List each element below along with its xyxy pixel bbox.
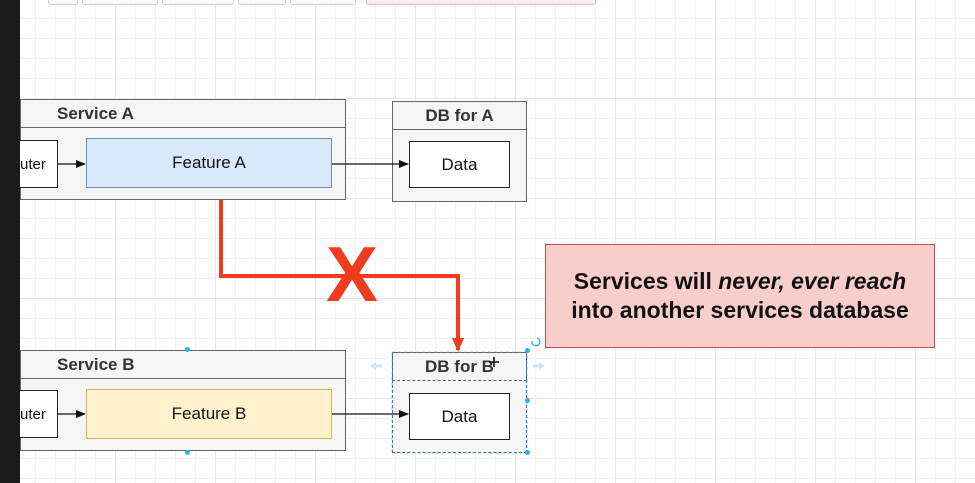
db-a-data-label: Data [441, 154, 478, 174]
forbidden-access-arrow[interactable] [219, 200, 464, 352]
service-b-router-label: uter [20, 405, 46, 423]
callout-emphasis: never, ever reach [718, 268, 907, 294]
toolbar-highlight-button[interactable] [366, 0, 596, 5]
callout-note[interactable]: Services will never, ever reach into ano… [545, 244, 935, 348]
db-a-data-box[interactable]: Data [409, 141, 510, 188]
resize-arrow-right-icon[interactable] [533, 362, 545, 370]
selection-handle[interactable] [185, 347, 190, 352]
selection-handle[interactable] [525, 398, 530, 403]
selection-outline [391, 351, 528, 454]
service-a-router-label: uter [20, 155, 46, 173]
selection-handle[interactable] [185, 450, 190, 455]
rotate-handle-icon[interactable] [531, 337, 541, 347]
service-b-title[interactable]: Service B [20, 350, 346, 378]
toolbar-button[interactable] [238, 0, 286, 5]
selection-handle[interactable] [525, 348, 530, 353]
service-b-title-text: Service B [57, 354, 135, 374]
db-b-title-text: DB for B [425, 356, 494, 376]
left-panel-edge [0, 0, 20, 483]
move-cursor-icon [489, 357, 499, 367]
feature-b-label: Feature B [171, 404, 247, 423]
feature-a-box[interactable]: Feature A [86, 138, 332, 188]
feature-b-box[interactable]: Feature B [86, 389, 332, 439]
service-a-title-text: Service A [57, 103, 134, 123]
db-b-data-label: Data [441, 406, 478, 426]
service-a-router[interactable]: uter [20, 140, 58, 188]
callout-text-part2: into another services database [571, 297, 909, 323]
toolbar-button[interactable] [162, 0, 234, 5]
db-b-data-box[interactable]: Data [409, 393, 510, 440]
forbidden-mark: X [326, 230, 378, 318]
db-a-title[interactable]: DB for A [392, 101, 527, 129]
feature-a-label: Feature A [172, 153, 246, 172]
selection-guides [370, 337, 545, 454]
resize-arrow-left-icon[interactable] [370, 362, 382, 370]
service-a-title[interactable]: Service A [20, 99, 346, 127]
toolbar-strip [20, 0, 975, 6]
selection-handle[interactable] [525, 450, 530, 455]
toolbar-button[interactable] [48, 0, 78, 5]
toolbar-button[interactable] [290, 0, 356, 5]
db-a-title-text: DB for A [425, 105, 494, 125]
callout-text-part1: Services will [573, 268, 719, 294]
service-b-router[interactable]: uter [20, 390, 58, 438]
toolbar-button[interactable] [82, 0, 158, 5]
